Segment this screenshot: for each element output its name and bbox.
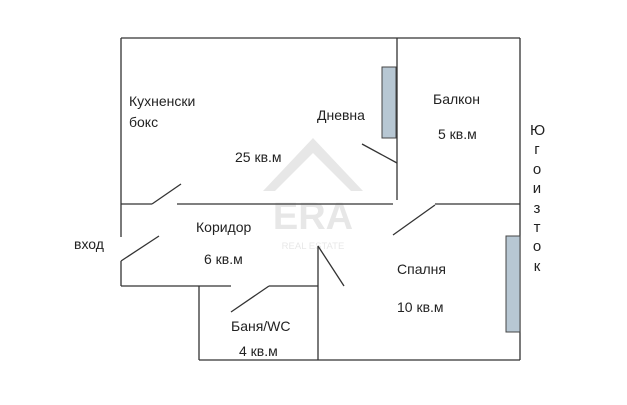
- orientation-letter: г: [534, 141, 540, 159]
- window-bedroom: [505, 235, 521, 333]
- door-gap-bedroom: [393, 200, 435, 208]
- bedroom-area: 10 кв.м: [397, 299, 444, 315]
- door-entrance: [120, 235, 160, 262]
- orientation-letter: т: [533, 219, 541, 237]
- orientation-letter: к: [533, 257, 541, 275]
- door-gap-kitchen: [152, 200, 177, 208]
- living-room-area: 25 кв.м: [235, 149, 282, 165]
- door-bedroom: [392, 204, 436, 236]
- balcony-label: Балкон: [433, 91, 480, 107]
- house-logo-icon: [263, 138, 363, 191]
- door-corridor-living: [317, 245, 345, 287]
- door-bath: [230, 285, 270, 313]
- kitchen-label: Кухненски: [129, 93, 196, 109]
- bathroom-label: Баня/WC: [231, 318, 291, 334]
- orientation-letter: о: [532, 160, 542, 178]
- door-kitchen: [151, 183, 182, 205]
- living-room-label: Дневна: [317, 107, 365, 123]
- balcony-area: 5 кв.м: [438, 126, 477, 142]
- window-living: [381, 66, 397, 139]
- corridor-area: 6 кв.м: [204, 251, 243, 267]
- door-gap-bath: [231, 282, 269, 290]
- door-balcony: [361, 143, 398, 164]
- kitchen-label-line2: бокс: [129, 114, 159, 130]
- orientation-letter: и: [532, 180, 542, 198]
- era-watermark: ERA REAL ESTATE: [263, 138, 363, 252]
- bathroom-area: 4 кв.м: [239, 343, 278, 359]
- orientation-letter: Ю: [530, 122, 546, 139]
- orientation-letter: о: [532, 238, 542, 256]
- entrance-label: вход: [74, 236, 104, 252]
- watermark-brand: ERA: [273, 196, 353, 238]
- watermark-tagline: REAL ESTATE: [282, 241, 345, 252]
- corridor-label: Коридор: [196, 219, 252, 235]
- orientation-letter: з: [533, 199, 541, 217]
- bedroom-label: Спалня: [397, 261, 446, 277]
